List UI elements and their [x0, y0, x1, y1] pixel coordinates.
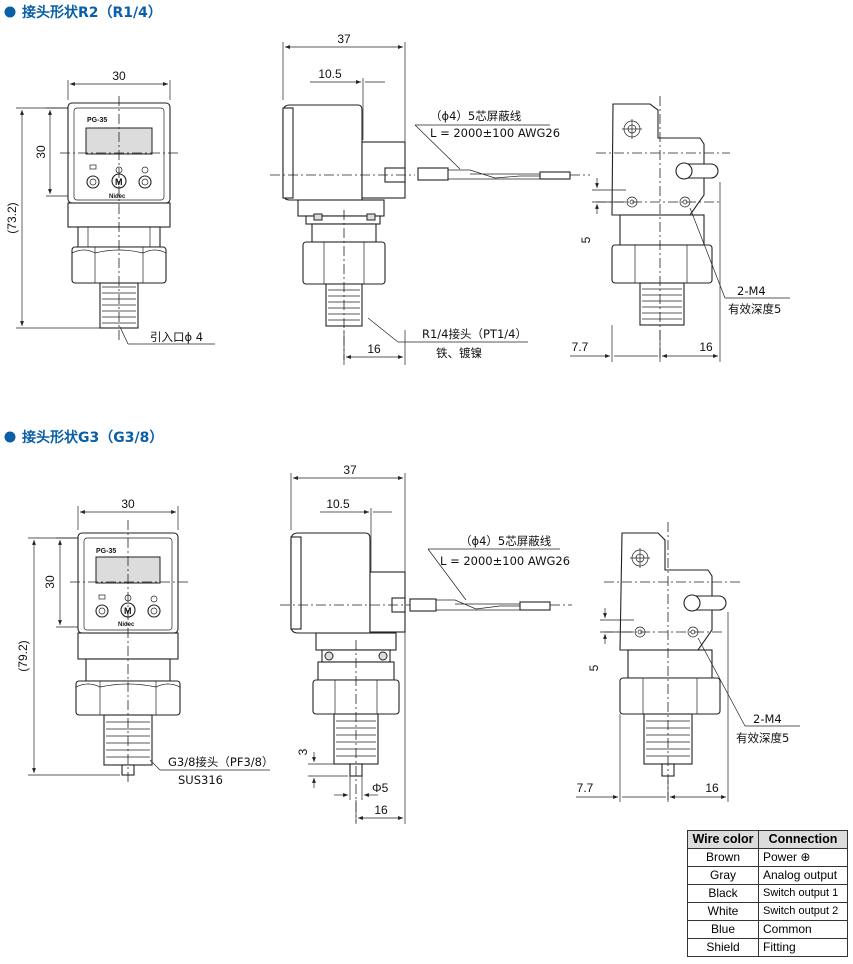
g3-hole-note-1: 2-M4: [753, 712, 782, 726]
r2-port-note: 引入口ϕ 4: [150, 330, 203, 344]
wire-color-table: Wire color Connection Brown Power ⊕ Gray…: [687, 830, 848, 957]
connection-cell: Switch output 1: [758, 884, 848, 903]
r2-rear-left-dim: 7.7: [572, 340, 589, 354]
connection-cell: Fitting: [758, 938, 848, 957]
g3-side-small-dim: 3: [296, 748, 310, 755]
g3-thread-note-2: SUS316: [178, 773, 223, 787]
connection-header: Connection: [758, 830, 848, 849]
table-row: Black Switch output 1: [687, 884, 848, 903]
connection-cell: Switch output 2: [758, 902, 848, 921]
r2-cable-note-2: L = 2000±100 AWG26: [430, 126, 560, 140]
r2-front-height-dim: 30: [34, 145, 48, 159]
g3-side-width-dim: 37: [343, 463, 357, 477]
g3-cable-note-1: （ϕ4）5芯屏蔽线: [460, 534, 552, 548]
wire-color-cell: Black: [687, 884, 759, 903]
r2-rear-height-dim: 5: [579, 236, 593, 243]
wire-color-cell: Blue: [687, 920, 759, 939]
r2-cable-note-1: （ϕ4）5芯屏蔽线: [430, 109, 522, 123]
r2-hole-note-1: 2-M4: [737, 284, 766, 298]
r2-thread-note-2: 铁、镀镍: [436, 346, 482, 360]
r2-hole-note-2: 有效深度5: [728, 302, 781, 316]
r2-front-model-label: PG-35: [87, 117, 107, 124]
r2-side-view: 37 10.5 （ϕ4）5芯屏蔽线 L = 2000±100 AWG26: [270, 32, 590, 365]
g3-hole-note-2: 有效深度5: [736, 731, 789, 745]
r2-side-bottom-dim: 16: [367, 342, 381, 356]
wire-color-cell: Brown: [687, 848, 759, 867]
g3-front-width-dim: 30: [121, 497, 135, 511]
r2-front-width-dim: 30: [112, 69, 126, 83]
g3-rear-view: 5 2-M4 有效深度5 7.7 16: [576, 522, 800, 802]
g3-rear-right-dim: 16: [705, 781, 719, 795]
g3-front-brand: Nidec: [118, 622, 135, 628]
connection-cell: Common: [758, 920, 848, 939]
connection-cell: Power ⊕: [758, 848, 848, 867]
wire-color-cell: Gray: [687, 866, 759, 885]
g3-cable-note-2: L = 2000±100 AWG26: [440, 554, 570, 568]
g3-side-bottom-dim: 16: [374, 803, 388, 817]
g3-side-bore-dim: Φ5: [372, 781, 389, 795]
g3-rear-left-dim: 7.7: [577, 781, 594, 795]
wire-color-cell: White: [687, 902, 759, 921]
table-row: Blue Common: [687, 920, 848, 939]
g3-front-model-label: PG-35: [96, 548, 116, 555]
g3-thread-note-1: G3/8接头（PF3/8）: [168, 755, 273, 769]
r2-side-offset-dim: 10.5: [318, 67, 342, 81]
r2-side-width-dim: 37: [337, 32, 351, 46]
wire-table-header-row: Wire color Connection: [687, 830, 848, 849]
wire-color-header: Wire color: [687, 830, 759, 849]
svg-text:接头形状R2（R1/4）: 接头形状R2（R1/4）: [22, 4, 162, 21]
g3-front-total-dim: (79.2): [16, 640, 30, 671]
connection-cell: Analog output: [758, 866, 848, 885]
wire-color-cell: Shield: [687, 938, 759, 957]
table-row: Brown Power ⊕: [687, 848, 848, 867]
g3-front-height-dim: 30: [43, 575, 57, 589]
table-row: White Switch output 2: [687, 902, 848, 921]
r2-front-total-dim: (73.2): [5, 202, 19, 233]
g3-side-view: 37 10.5 （ϕ4）5芯屏蔽线 L = 2000±100 AWG26: [280, 463, 572, 824]
r2-rear-view: 5 2-M4 有效深度5 7.7 16: [570, 96, 790, 362]
table-row: Gray Analog output: [687, 866, 848, 885]
r2-front-brand: Nidec: [109, 194, 126, 200]
table-row: Shield Fitting: [687, 938, 848, 957]
section-1-heading: 接头形状R2（R1/4）: [4, 4, 162, 21]
svg-text:接头形状G3（G3/8）: 接头形状G3（G3/8）: [22, 429, 163, 446]
g3-front-view: 30 30 (79.2) PG-35 M Nidec: [16, 497, 273, 787]
section-2-heading: 接头形状G3（G3/8）: [4, 429, 163, 446]
g3-side-offset-dim: 10.5: [326, 497, 350, 511]
r2-rear-right-dim: 16: [699, 340, 713, 354]
r2-front-view: 30 30 (73.2) PG-35 M Nidec: [5, 69, 215, 345]
g3-rear-height-dim: 5: [587, 664, 601, 671]
r2-thread-note-1: R1/4接头（PT1/4）: [422, 327, 527, 341]
